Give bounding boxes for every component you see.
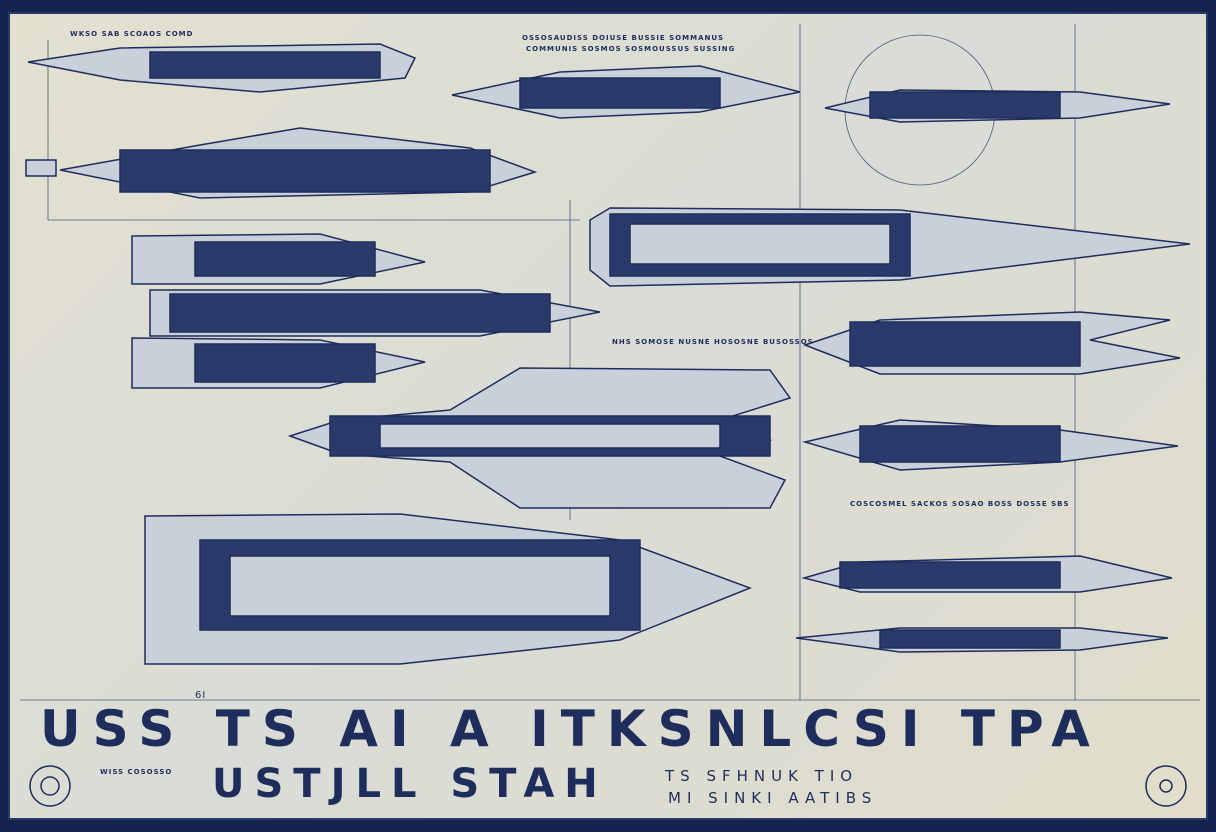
bottom-left-note: WISS COSOSSO: [100, 768, 173, 776]
emblem-right: [1145, 765, 1187, 807]
ship-large-plan: [144, 513, 753, 665]
poster-subtitle-line3: MI SINKI AATIBS: [668, 789, 878, 807]
ship-side-view-5: [802, 311, 1181, 375]
ship-center-plan: [287, 367, 792, 509]
ship-side-view-1: [27, 43, 417, 93]
caption-right: COSCOSMEL SACKOS SOSAO BOSS DOSSE SBS: [850, 500, 1070, 508]
caption-middle: NHS SOMOSE NUSNE HOSOSNE BUSOSSOS: [612, 338, 814, 346]
poster-subtitle: USTJLL STAH: [212, 761, 608, 807]
header-top-center: OSSOSAUDISS DOIUSE BUSSIE SOMMANUS: [522, 34, 725, 42]
ship-side-view-6: [802, 419, 1179, 471]
ship-side-view-7: [801, 555, 1173, 593]
ship-side-view-2: [451, 65, 801, 119]
title-superscript: 6I: [195, 690, 207, 701]
header-top-left: WKSO SAB SCOAOS COMD: [70, 30, 194, 38]
ship-side-view-3: [824, 89, 1171, 123]
emblem-left: [29, 765, 71, 807]
poster-title: USS TS AI A ITKSNLCSI TPA: [40, 700, 1102, 758]
ship-top-view-right: [589, 207, 1191, 287]
ship-side-view-4: [25, 127, 538, 199]
ship-side-view-8: [795, 627, 1169, 653]
header-top-center-2: COMMUNIS SOSMOS SOSMOUSSUS SUSSING: [526, 45, 736, 53]
ship-top-view-left: [131, 233, 601, 389]
poster-subtitle-line2: TS SFHNUK TIO: [665, 767, 859, 785]
